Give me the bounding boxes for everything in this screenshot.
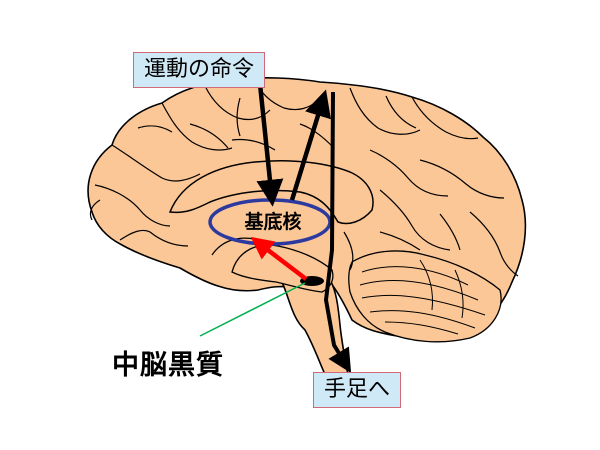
motor-command-arrow [256,83,284,207]
cerebellum-folia [359,259,486,335]
output-to-cortex-arrow [289,89,331,201]
gyri [89,79,519,277]
cerebellum [348,250,502,343]
motor-command-label: 運動の命令 [133,52,266,88]
descending-pathway-arrow [323,91,352,374]
substantia-nigra-label: 中脳黒質 [112,350,224,381]
basal-ganglia-label: 基底核 [244,211,302,233]
to-limbs-label: 手足へ [313,372,402,408]
dopamine-arrow [250,236,308,281]
substantia-nigra-pointer [199,282,306,337]
corpus-callosum [168,159,374,225]
